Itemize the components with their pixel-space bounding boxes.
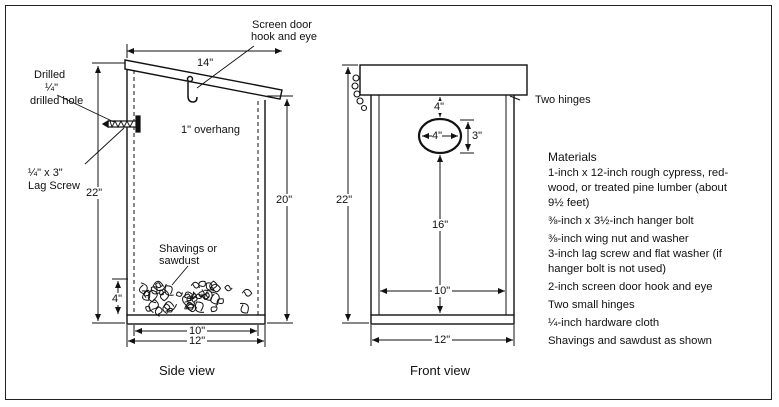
shaving-curl bbox=[152, 280, 167, 292]
materials-item: hanger bolt is not used) bbox=[548, 263, 667, 275]
shaving-curl bbox=[141, 290, 151, 301]
figure-border bbox=[5, 5, 772, 400]
dim-hole-to-floor: 16" bbox=[432, 219, 449, 231]
hinges-label: Two hinges bbox=[535, 94, 591, 106]
front-roof bbox=[359, 64, 528, 96]
dim-back-height: 20" bbox=[276, 194, 293, 206]
overhang-label: 1" overhang bbox=[181, 124, 240, 136]
side-view-drawing bbox=[124, 59, 283, 325]
shaving-curl bbox=[155, 282, 163, 289]
front-view-caption: Front view bbox=[410, 363, 470, 378]
materials-item: 1-inch x 12-inch rough cypress, red- bbox=[548, 167, 729, 179]
shaving-curl bbox=[191, 295, 198, 304]
shaving-curl bbox=[186, 295, 193, 302]
shaving-curl bbox=[143, 289, 151, 299]
materials-item: ¼-inch hardware cloth bbox=[548, 317, 660, 329]
shaving-curl bbox=[185, 301, 195, 309]
side-floor bbox=[126, 314, 266, 325]
front-floor bbox=[370, 314, 515, 325]
shaving-curl bbox=[209, 283, 222, 293]
hinge-icon bbox=[351, 74, 521, 112]
shaving-curl bbox=[216, 298, 224, 306]
materials-item: ⅜-inch x 3½-inch hanger bolt bbox=[548, 215, 694, 227]
lag-screw-label-line1: ¼" x 3" bbox=[28, 167, 63, 179]
shaving-curl bbox=[195, 293, 203, 299]
shaving-curl bbox=[224, 284, 233, 292]
shaving-curl bbox=[210, 291, 220, 305]
dim-hole-height: 3" bbox=[472, 130, 483, 142]
materials-item: 3-inch lag screw and flat washer (if bbox=[548, 248, 722, 260]
shaving-curl bbox=[205, 282, 214, 291]
shaving-curl bbox=[158, 289, 164, 296]
shaving-curl bbox=[191, 292, 197, 300]
shaving-curl bbox=[198, 280, 206, 289]
lag-screw-label-line2: Lag Screw bbox=[28, 180, 80, 192]
dim-front-floor-inner: 10" bbox=[432, 285, 453, 297]
materials-title: Materials bbox=[548, 150, 597, 164]
shaving-curl bbox=[167, 307, 173, 314]
shaving-curl bbox=[185, 303, 197, 313]
lag-screw-icon bbox=[101, 115, 141, 133]
front-view-drawing bbox=[359, 64, 528, 325]
drilled-label-line1: Drilled bbox=[34, 69, 66, 81]
shaving-curl bbox=[175, 291, 183, 297]
shaving-curl bbox=[163, 301, 178, 311]
drilled-label-line3: drilled hole bbox=[30, 95, 84, 107]
materials-item: 2-inch screen door hook and eye bbox=[548, 281, 713, 293]
shavings-icon bbox=[138, 280, 253, 317]
dim-front-height: 22" bbox=[86, 187, 103, 199]
shaving-curl bbox=[198, 289, 205, 298]
shaving-curl bbox=[145, 305, 152, 312]
hook-and-eye-icon bbox=[186, 75, 198, 103]
materials-item: ⅜-inch wing nut and washer bbox=[548, 233, 689, 245]
shaving-curl bbox=[162, 303, 171, 315]
shaving-curl bbox=[154, 306, 163, 317]
side-roof bbox=[124, 59, 283, 100]
dim-side-floor-inner: 10" bbox=[187, 325, 208, 337]
shaving-curl bbox=[239, 302, 249, 314]
shaving-curl bbox=[184, 291, 195, 299]
dim-side-floor-outer: 12" bbox=[187, 335, 208, 347]
shaving-curl bbox=[138, 282, 148, 295]
shaving-curl bbox=[182, 293, 192, 306]
drilled-label-line2: ¼" bbox=[45, 82, 59, 94]
entrance-hole bbox=[417, 117, 463, 155]
shaving-curl bbox=[241, 288, 253, 297]
side-leaders bbox=[56, 45, 255, 286]
materials-list: Materials 1-inch x 12-inch rough cypress… bbox=[548, 150, 768, 349]
hook-label-line1: Screen door bbox=[252, 19, 312, 31]
shaving-curl bbox=[194, 301, 205, 313]
shaving-curl bbox=[190, 281, 201, 289]
side-view-caption: Side view bbox=[159, 363, 215, 378]
shaving-curl bbox=[210, 304, 218, 313]
dim-hole-width: 4" bbox=[432, 130, 443, 142]
shavings-label-line2: sawdust bbox=[159, 255, 200, 267]
hook-label-line2: hook and eye bbox=[251, 31, 318, 43]
shaving-curl bbox=[159, 288, 170, 302]
materials-item: 9½ feet) bbox=[548, 197, 590, 209]
dim-front-floor-outer: 12" bbox=[432, 334, 453, 346]
dim-shavings-depth: 4" bbox=[112, 293, 123, 305]
dim-top-width: 14" bbox=[196, 57, 215, 69]
lag-screw-head bbox=[135, 115, 141, 133]
dim-front-height: 22" bbox=[336, 194, 353, 206]
front-dimensions bbox=[342, 64, 515, 346]
shavings-label-line1: Shavings or bbox=[159, 243, 218, 255]
dim-hole-top-offset: 4" bbox=[434, 101, 445, 113]
materials-item: wood, or treated pine lumber (about bbox=[548, 182, 727, 194]
materials-item: Two small hinges bbox=[548, 299, 635, 311]
materials-item: Shavings and sawdust as shown bbox=[548, 335, 712, 347]
shaving-curl bbox=[150, 286, 160, 295]
